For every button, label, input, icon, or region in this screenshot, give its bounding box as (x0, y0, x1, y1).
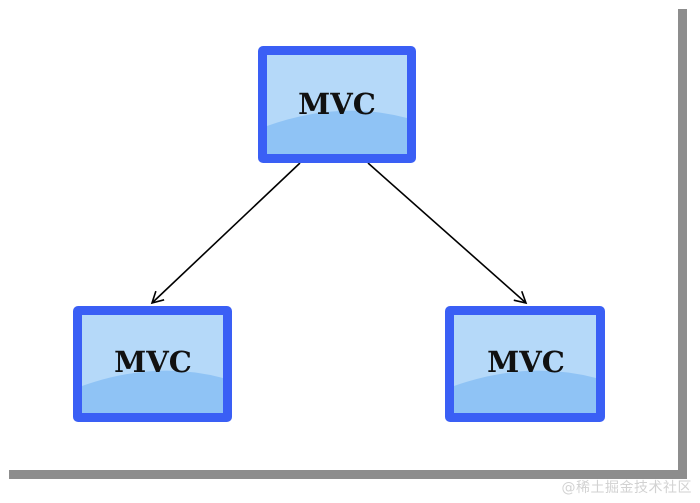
node-top: MVC (258, 46, 416, 163)
node-left: MVC (73, 306, 232, 422)
watermark: @稀土掘金技术社区 (561, 480, 692, 496)
edge-top-to-right (367, 162, 528, 305)
node-right-label: MVC (487, 345, 565, 379)
node-top-label: MVC (298, 87, 376, 121)
edge-top-to-left (150, 162, 301, 305)
node-left-label: MVC (114, 345, 192, 379)
node-right: MVC (445, 306, 605, 422)
